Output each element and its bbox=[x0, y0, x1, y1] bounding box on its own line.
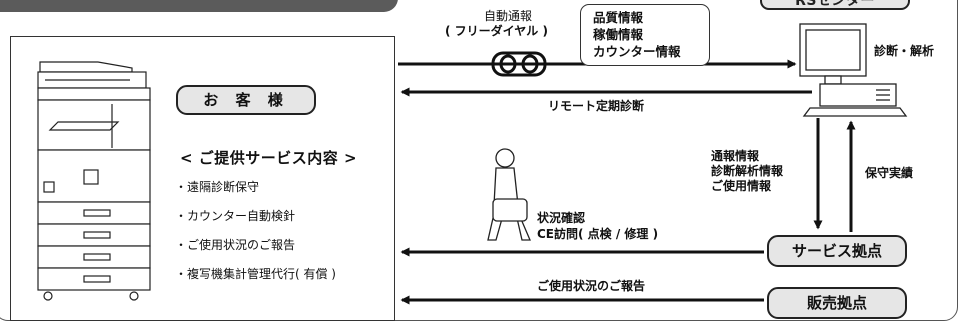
info-item: カウンター情報 bbox=[593, 44, 681, 59]
maintenance-record-label: 保守実績 bbox=[865, 166, 914, 180]
info-item: 稼働情報 bbox=[593, 27, 644, 42]
rs-center-tab: RSセンター bbox=[760, 0, 910, 10]
status-check-label: 状況確認 bbox=[537, 211, 586, 225]
copier-icon bbox=[37, 61, 151, 301]
ce-visit-label: CE訪問( 点検 / 修理 ) bbox=[537, 227, 659, 241]
report-info-item: 通報情報 bbox=[711, 149, 760, 163]
computer-icon bbox=[799, 23, 908, 117]
title-bar bbox=[0, 0, 398, 12]
diagnosis-label: 診断・解析 bbox=[874, 44, 935, 58]
info-item: 品質情報 bbox=[593, 10, 644, 25]
report-info-item: 診断解析情報 bbox=[711, 164, 784, 178]
usage-report-label: ご使用状況のご報告 bbox=[537, 279, 646, 293]
service-item: ・カウンター自動検針 bbox=[175, 209, 296, 223]
customer-label: お 客 様 bbox=[176, 85, 316, 115]
service-item: ・遠隔診断保守 bbox=[175, 180, 260, 194]
auto-report-label: 自動通報 bbox=[484, 9, 533, 23]
info-box: 品質情報 稼働情報 カウンター情報 bbox=[580, 4, 710, 66]
remote-diagnosis-label: リモート定期診断 bbox=[548, 99, 645, 113]
services-title: < ご提供サービス内容 > bbox=[180, 149, 358, 167]
technician-icon bbox=[487, 148, 531, 241]
sales-base-label: 販売拠点 bbox=[767, 287, 907, 319]
free-dial-label: ( フリーダイヤル ) bbox=[445, 24, 548, 38]
report-info-item: ご使用情報 bbox=[711, 179, 772, 193]
service-item: ・ご使用状況のご報告 bbox=[175, 238, 296, 252]
service-base-label: サービス拠点 bbox=[767, 235, 907, 267]
service-item: ・複写機集計管理代行( 有償 ) bbox=[175, 267, 336, 281]
